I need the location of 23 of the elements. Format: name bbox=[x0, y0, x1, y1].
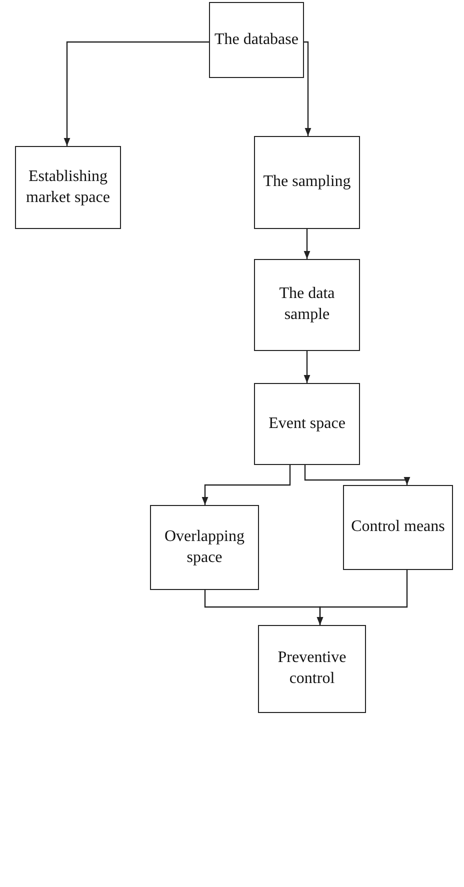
box-label: Preventive control bbox=[276, 648, 348, 689]
arrow bbox=[316, 570, 408, 625]
arrow bbox=[304, 229, 310, 259]
process-box bbox=[150, 505, 259, 590]
process-box bbox=[258, 625, 366, 713]
process-box bbox=[343, 485, 453, 570]
arrow bbox=[304, 465, 410, 485]
box-label: Event space bbox=[268, 414, 346, 434]
arrow bbox=[202, 465, 291, 505]
process-box bbox=[209, 2, 304, 78]
arrow bbox=[304, 41, 312, 136]
process-box bbox=[254, 259, 360, 351]
box-label: The database bbox=[214, 30, 298, 50]
process-box bbox=[254, 136, 360, 229]
box-label: The sampling bbox=[263, 172, 351, 192]
box-label: Overlapping space bbox=[164, 526, 246, 568]
box-label: The data sample bbox=[278, 284, 336, 325]
box-label: Establishing market space bbox=[25, 166, 111, 208]
process-box bbox=[15, 146, 121, 229]
box-label: Control means bbox=[351, 517, 445, 538]
arrow bbox=[304, 351, 310, 383]
arrow bbox=[64, 41, 209, 146]
process-box bbox=[254, 383, 360, 465]
